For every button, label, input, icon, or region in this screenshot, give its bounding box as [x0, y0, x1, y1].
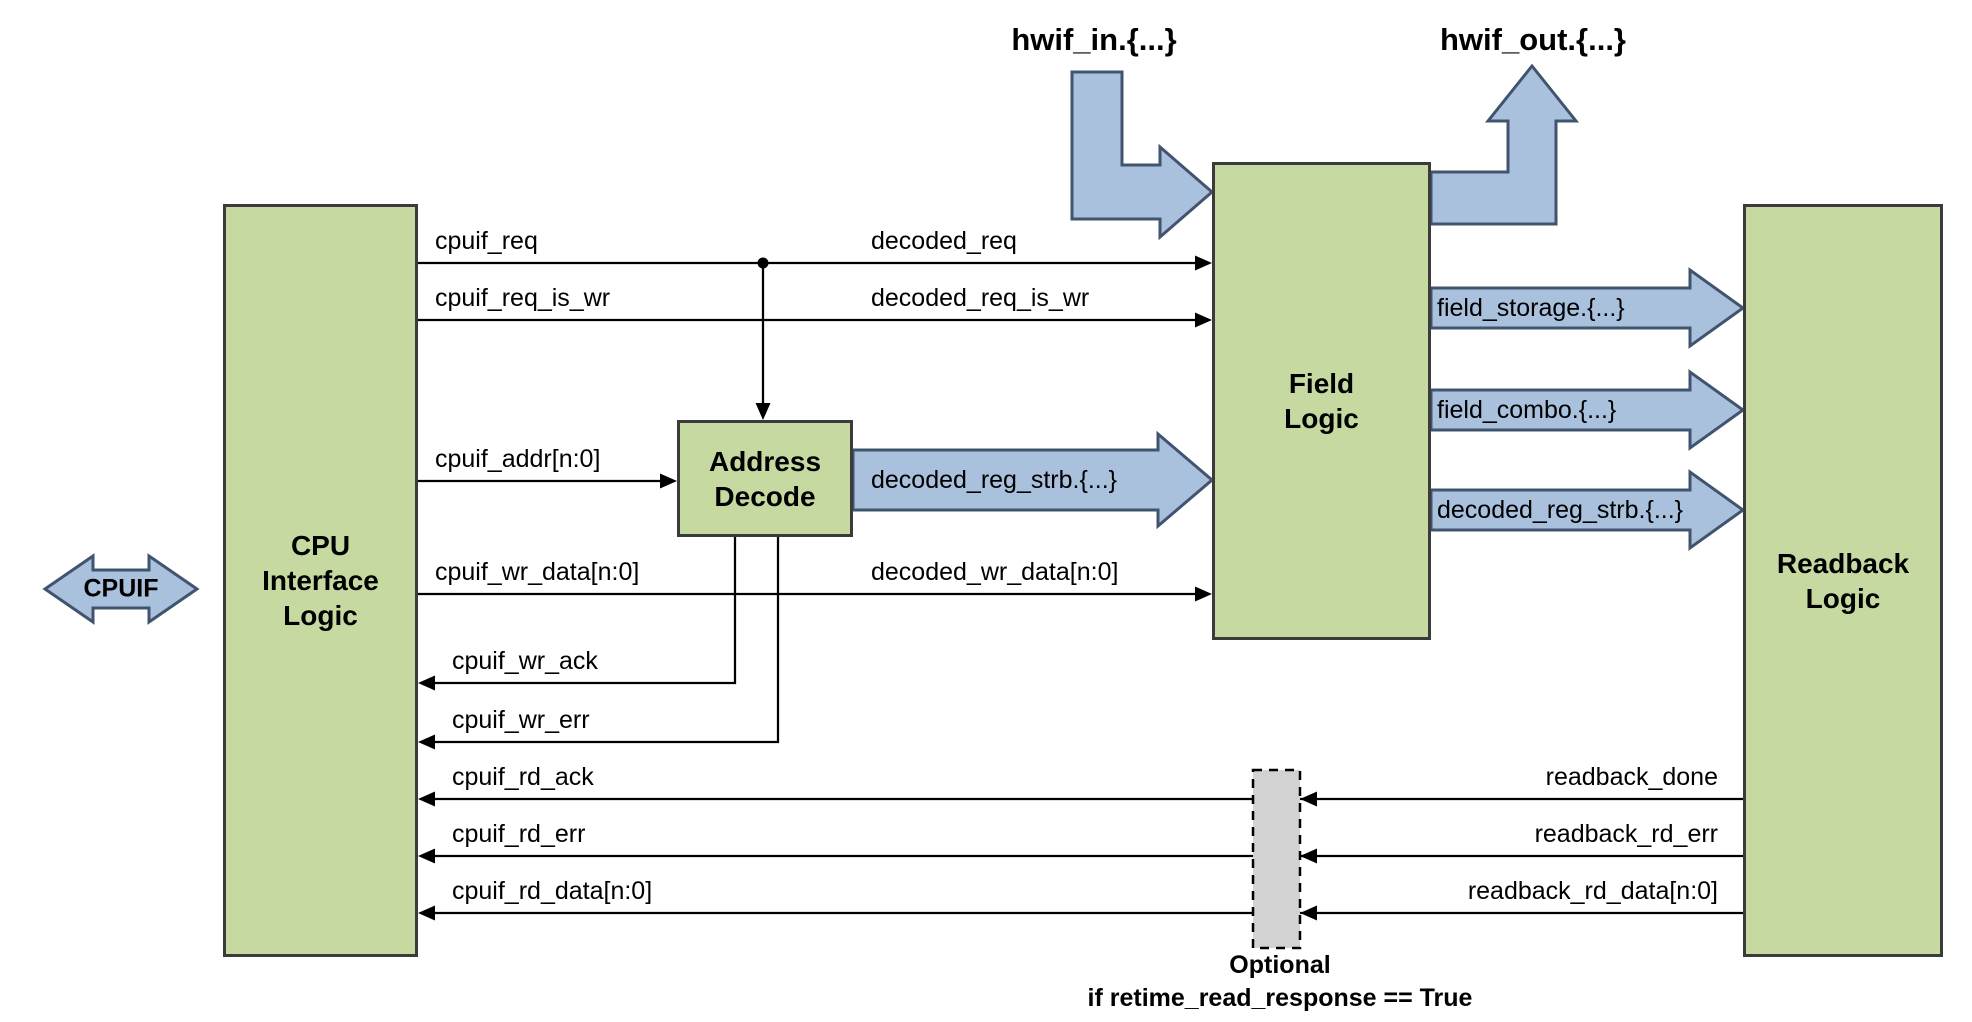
hwif-in-label: hwif_in.{...} — [1011, 22, 1177, 57]
label-cpuif-rd-err: cpuif_rd_err — [452, 820, 586, 848]
label-cpuif-rd-ack: cpuif_rd_ack — [452, 763, 594, 791]
hwif-in-arrow — [1070, 70, 1215, 241]
label-readback-rd-data: readback_rd_data[n:0] — [1467, 877, 1718, 905]
arrowhead-cpuif-addr — [660, 473, 677, 489]
label-cpuif-addr: cpuif_addr[n:0] — [435, 445, 601, 473]
arrowhead-cpuif-rd-err — [418, 848, 435, 864]
hwif-out-label: hwif_out.{...} — [1440, 22, 1626, 57]
label-decoded-reg-strb: decoded_reg_strb.{...} — [871, 466, 1118, 494]
label-decoded-reg-strb-readback: decoded_reg_strb.{...} — [1437, 496, 1684, 524]
block-field-logic: Field Logic — [1212, 162, 1431, 640]
address-decode-label: Address Decode — [708, 445, 822, 512]
hwif-out-arrow — [1429, 63, 1580, 226]
label-cpuif-wr-ack: cpuif_wr_ack — [452, 647, 598, 675]
label-cpuif-req: cpuif_req — [435, 227, 538, 255]
arrowhead-req-to-decode — [755, 403, 771, 420]
label-decoded-req: decoded_req — [871, 227, 1017, 255]
optional-note: Optional — [1229, 951, 1331, 979]
block-address-decode: Address Decode — [677, 420, 853, 537]
label-decoded-wr-data: decoded_wr_data[n:0] — [871, 558, 1119, 586]
field-logic-label: Field Logic — [1284, 368, 1359, 434]
arrowhead-cpuif-rd-data — [418, 905, 435, 921]
readback-logic-label: Readback Logic — [1776, 547, 1910, 614]
label-readback-done: readback_done — [1545, 763, 1718, 791]
label-cpuif-rd-data: cpuif_rd_data[n:0] — [452, 877, 653, 905]
arrowhead-retime-rd-err — [1300, 848, 1317, 864]
cpu-interface-logic-label: CPU Interface Logic — [262, 530, 379, 631]
optional-condition-note: if retime_read_response == True — [1087, 984, 1473, 1012]
label-decoded-req-is-wr: decoded_req_is_wr — [871, 284, 1090, 312]
req-junction-dot — [757, 257, 769, 269]
arrowhead-cpuif-rd-ack — [418, 791, 435, 807]
label-cpuif-wr-err: cpuif_wr_err — [452, 706, 590, 734]
arrowhead-decoded-req — [1195, 255, 1212, 271]
arrowhead-retime-done — [1300, 791, 1317, 807]
retime-optional-box — [1251, 768, 1302, 950]
arrowhead-cpuif-wr-ack — [418, 675, 435, 691]
arrowhead-decoded-wr-data — [1195, 586, 1212, 602]
label-cpuif-req-is-wr: cpuif_req_is_wr — [435, 284, 611, 312]
label-readback-rd-err: readback_rd_err — [1534, 820, 1718, 848]
arrowhead-cpuif-wr-err — [418, 734, 435, 750]
label-cpuif-wr-data: cpuif_wr_data[n:0] — [435, 558, 640, 586]
arrowhead-decoded-req-is-wr — [1195, 312, 1212, 328]
label-field-combo: field_combo.{...} — [1437, 396, 1617, 424]
label-field-storage: field_storage.{...} — [1437, 294, 1625, 322]
arrowhead-retime-rd-data — [1300, 905, 1317, 921]
block-readback-logic: Readback Logic — [1743, 204, 1943, 957]
cpuif-label: CPUIF — [83, 574, 159, 603]
block-cpu-interface-logic: CPU Interface Logic — [223, 204, 418, 957]
